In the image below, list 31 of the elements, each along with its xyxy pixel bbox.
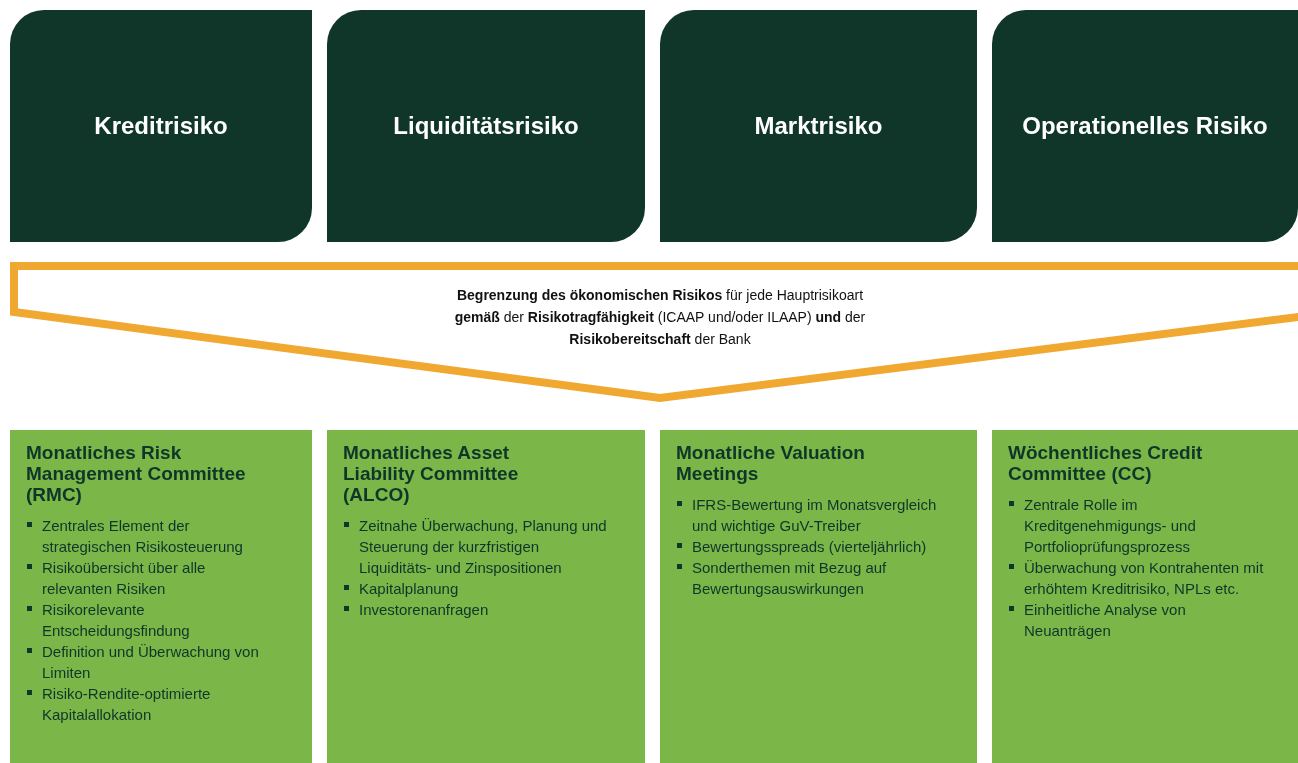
bullet-item: Sonderthemen mit Bezug auf Bewertungsauswirkungen xyxy=(676,557,963,599)
risk-category-box xyxy=(10,10,312,242)
bullet-item: Einheitliche Analyse von Neuanträgen xyxy=(1008,599,1284,641)
committee-panel xyxy=(660,430,977,763)
committee-heading: Monatliche Valuation Meetings xyxy=(676,442,866,484)
risk-category-title: Liquiditätsrisiko xyxy=(393,112,579,140)
bullet-item: Risiko-Rendite-optimierte Kapitalallokation xyxy=(26,683,298,725)
bullet-item: Zeitnahe Überwachung, Planung und Steuerung der kurzfristigen Liquiditäts- und Zinspositionen xyxy=(343,515,631,578)
bullet-item: Kapitalplanung xyxy=(343,578,631,599)
committee-heading: Wöchentliches Credit Committee (CC) xyxy=(1008,442,1204,484)
risk-category-title: Kreditrisiko xyxy=(94,112,228,140)
risk-category-box xyxy=(992,10,1298,242)
bullet-item: Bewertungsspreads (vierteljährlich) xyxy=(676,536,963,557)
risk-category-title: Marktrisiko xyxy=(754,112,883,140)
bullet-item: Risikorelevante Entscheidungsfindung xyxy=(26,599,298,641)
committee-heading: Monatliches Risk Management Committee (RMC) xyxy=(26,442,247,505)
bullet-item: Überwachung von Kontrahenten mit erhöhtem Kreditrisiko, NPLs etc. xyxy=(1008,557,1284,599)
committee-panel xyxy=(992,430,1298,763)
risk-category-box xyxy=(660,10,977,242)
bullet-item: Zentrale Rolle im Kreditgenehmigungs- und Portfolioprüfungsprozess xyxy=(1008,494,1284,557)
committee-heading: Monatliches Asset Liability Committee (ALCO) xyxy=(343,442,520,505)
committee-panel xyxy=(327,430,645,763)
bullet-item: Zentrales Element der strategischen Risikosteuerung xyxy=(26,515,298,557)
committee-panel xyxy=(10,430,312,763)
bullet-item: Definition und Überwachung von Limiten xyxy=(26,641,298,683)
funnel-text: Begrenzung des ökonomischen Risikos für jede Hauptrisikoart gemäß der Risikotragfähigkeit (ICAAP und/oder ILAAP) und der Risikobereitschaft der Bank xyxy=(453,286,867,349)
risk-category-box xyxy=(327,10,645,242)
bullet-item: Investorenanfragen xyxy=(343,599,631,620)
bullet-item: IFRS-Bewertung im Monatsvergleich und wichtige GuV-Treiber xyxy=(676,494,963,536)
bullet-item: Risikoübersicht über alle relevanten Risiken xyxy=(26,557,298,599)
risk-category-title: Operationelles Risiko xyxy=(1022,112,1268,140)
